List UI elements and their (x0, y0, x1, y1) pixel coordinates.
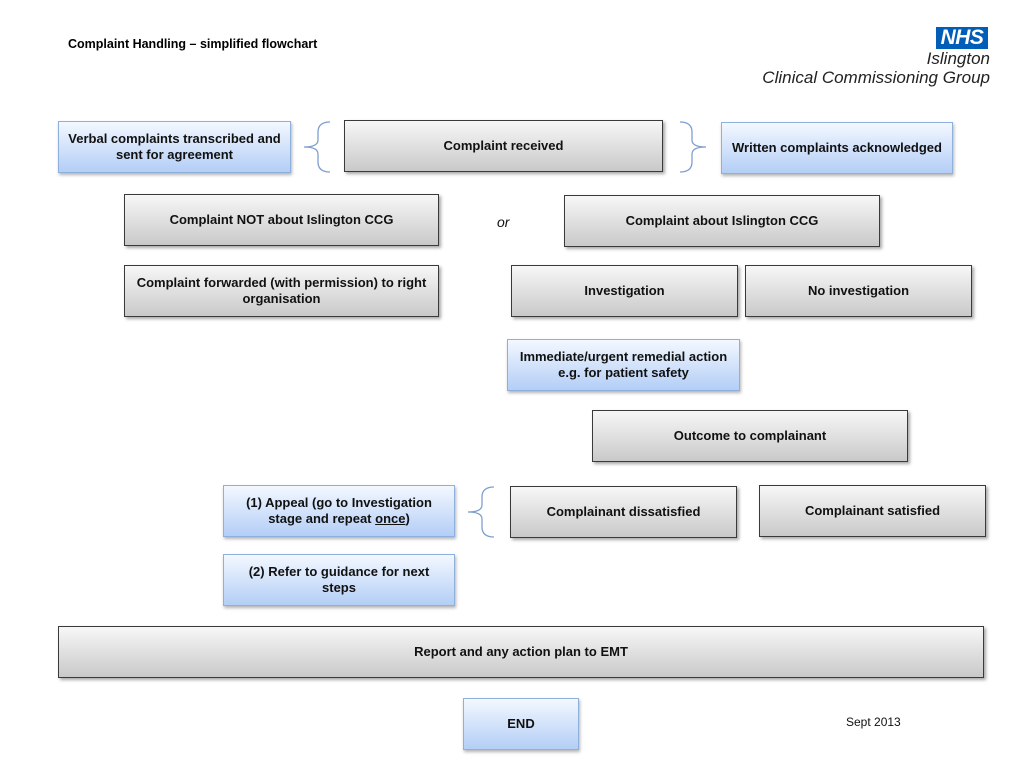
satisfied-box: Complainant satisfied (759, 485, 986, 537)
refer-guidance-box: (2) Refer to guidance for next steps (223, 554, 455, 606)
written-complaints-box: Written complaints acknowledged (721, 122, 953, 174)
page-title: Complaint Handling – simplified flowchar… (68, 37, 318, 51)
appeal-brace-icon (467, 486, 495, 538)
appeal-text-suffix: ) (405, 511, 410, 526)
appeal-box: (1) Appeal (go to Investigation stage an… (223, 485, 455, 537)
logo-line-ccg: Clinical Commissioning Group (762, 68, 990, 87)
appeal-text-prefix: (1) Appeal (go to Investigation stage an… (246, 495, 432, 526)
logo-line-islington: Islington (926, 49, 990, 68)
complaint-received-box: Complaint received (344, 120, 663, 172)
nhs-badge-text: NHS (940, 26, 984, 49)
nhs-badge: NHS (936, 27, 988, 49)
verbal-complaints-box: Verbal complaints transcribed and sent f… (58, 121, 291, 173)
appeal-text-once: once (375, 511, 406, 526)
dissatisfied-box: Complainant dissatisfied (510, 486, 737, 538)
remedial-action-box: Immediate/urgent remedial action e.g. fo… (507, 339, 740, 391)
complaint-about-box: Complaint about Islington CCG (564, 195, 880, 247)
complaint-not-about-box: Complaint NOT about Islington CCG (124, 194, 439, 246)
left-brace-icon (303, 121, 331, 173)
or-label: or (497, 214, 510, 230)
nhs-logo: NHS Islington Clinical Commissioning Gro… (730, 27, 990, 93)
no-investigation-box: No investigation (745, 265, 972, 317)
end-box: END (463, 698, 579, 750)
appeal-text: (1) Appeal (go to Investigation stage an… (232, 495, 446, 527)
right-brace-icon (679, 121, 707, 173)
report-box: Report and any action plan to EMT (58, 626, 984, 678)
outcome-box: Outcome to complainant (592, 410, 908, 462)
date-label: Sept 2013 (846, 715, 901, 729)
complaint-forwarded-box: Complaint forwarded (with permission) to… (124, 265, 439, 317)
investigation-box: Investigation (511, 265, 738, 317)
